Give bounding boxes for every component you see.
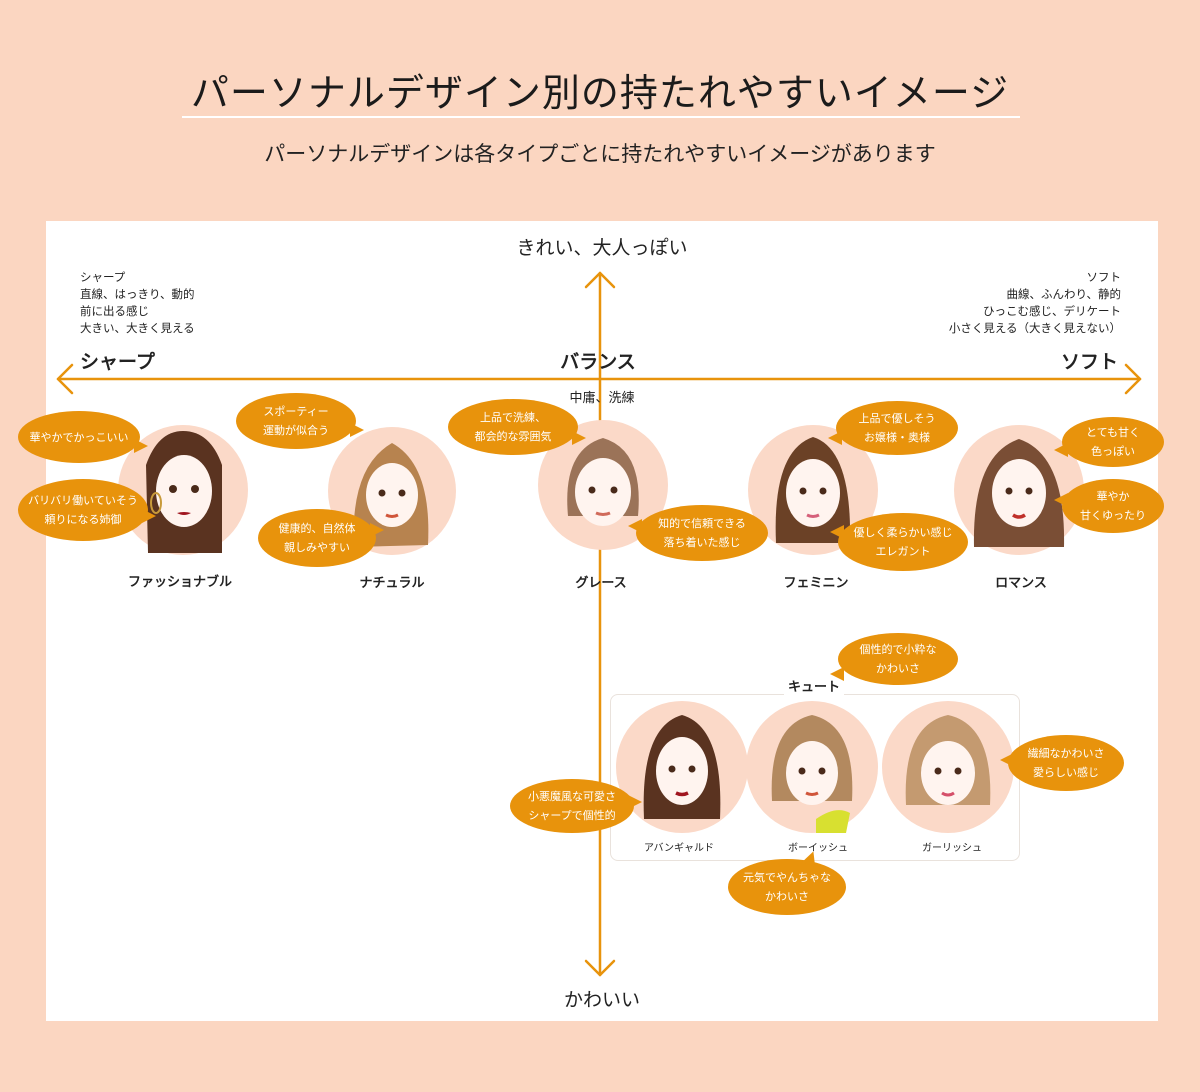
bubble-text: バリバリ働いていそう 頼りになる姉御	[28, 494, 138, 526]
speech-bubble: 上品で洗練、 都会的な雰囲気	[448, 399, 586, 455]
face-boyish-illustration	[746, 701, 878, 833]
axis-label-bottom: かわいい	[563, 989, 640, 1011]
type-label-avantgarde: アバンギャルド	[643, 843, 715, 854]
arrow-down-icon	[584, 959, 616, 977]
speech-bubble: 知的で信頼できる 落ち着いた感じ	[628, 505, 768, 561]
soft-desc-line: 曲線、ふんわり、静的	[1006, 287, 1121, 301]
bubble-text: 小悪魔風な可愛さ シャープで個性的	[528, 790, 616, 822]
speech-bubble: スポーティー 運動が似合う	[236, 393, 364, 449]
bubble-tail	[1054, 443, 1068, 457]
diagram-panel: きれい、大人っぽい かわいい シャープ バランス ソフト 中庸、洗練 シャープ …	[18, 221, 1164, 1021]
bubble-tail	[1000, 753, 1014, 767]
face-natural-illustration	[328, 427, 456, 555]
speech-bubble: 小悪魔風な可愛さ シャープで個性的	[510, 779, 642, 833]
bubble-text: 健康的、自然体 親しみやすい	[278, 522, 356, 554]
speech-bubble: 華やか 甘くゆったり	[1054, 479, 1164, 533]
face-grace-illustration	[538, 420, 668, 550]
speech-bubble: 元気でやんちゃな かわいさ	[728, 849, 846, 915]
soft-description: ソフト 曲線、ふんわり、静的 ひっこむ感じ、デリケート 小さく見える（大きく見え…	[949, 269, 1121, 337]
bubble-tail	[628, 519, 642, 533]
speech-bubble: 健康的、自然体 親しみやすい	[258, 509, 384, 567]
bubble-text: 元気でやんちゃな かわいさ	[743, 871, 831, 903]
bubble-tail	[370, 523, 384, 537]
type-label-boyish: ボーイッシュ	[788, 843, 848, 854]
arrow-left-icon	[56, 363, 74, 395]
bubble-text: 上品で洗練、 都会的な雰囲気	[474, 411, 552, 443]
type-label-grace: グレース	[575, 576, 627, 591]
type-label-girlish: ガーリッシュ	[922, 843, 982, 854]
speech-bubble: バリバリ働いていそう 頼りになる姉御	[18, 479, 156, 541]
center-description: 中庸、洗練	[569, 391, 635, 406]
bubble-text: 個性的で小粋な かわいさ	[859, 643, 937, 675]
sharp-desc-line: シャープ	[80, 270, 126, 284]
title-underline	[182, 116, 1020, 118]
speech-bubble: 繊細なかわいさ 愛らしい感じ	[1000, 735, 1124, 791]
page-title: パーソナルデザイン別の持たれやすいイメージ	[190, 71, 1010, 115]
axes-arrows	[56, 271, 1142, 977]
cute-label: キュート	[784, 676, 845, 695]
bubble-tail	[142, 509, 156, 523]
type-label-feminine: フェミニン	[783, 576, 849, 591]
bubble-tail	[830, 667, 844, 681]
bubble-tail	[572, 431, 586, 445]
face-avantgarde-illustration	[616, 701, 748, 833]
soft-desc-line: 小さく見える（大きく見えない）	[948, 321, 1121, 335]
speech-bubble: とても甘く 色っぽい	[1054, 417, 1164, 467]
page-subtitle: パーソナルデザインは各タイプごとに持たれやすいイメージがあります	[264, 142, 936, 166]
bubble-text: 知的で信頼できる 落ち着いた感じ	[658, 517, 746, 549]
axis-label-top: きれい、大人っぽい	[516, 237, 688, 259]
bubble-text: とても甘く 色っぽい	[1085, 426, 1141, 458]
axis-label-right: ソフト	[1061, 351, 1119, 373]
speech-bubble: 個性的で小粋な かわいさ	[830, 633, 958, 685]
axis-label-left: シャープ	[80, 351, 155, 373]
sharp-description: シャープ 直線、はっきり、動的 前に出る感じ 大きい、大きく見える	[80, 269, 195, 337]
bubble-tail	[828, 431, 842, 445]
bubble-text: 繊細なかわいさ 愛らしい感じ	[1027, 747, 1105, 779]
arrow-right-icon	[1124, 363, 1142, 395]
soft-desc-line: ソフト	[1086, 270, 1122, 284]
type-label-romance: ロマンス	[995, 576, 1047, 591]
type-label-natural: ナチュラル	[359, 576, 425, 591]
bubble-tail	[628, 795, 642, 809]
sharp-desc-line: 直線、はっきり、動的	[80, 287, 195, 301]
sharp-desc-line: 大きい、大きく見える	[80, 321, 195, 335]
bubble-text: 華やか 甘くゆったり	[1080, 490, 1146, 522]
face-romance-illustration	[954, 425, 1084, 555]
type-label-fashionable: ファッショナブル	[127, 575, 232, 590]
soft-desc-line: ひっこむ感じ、デリケート	[983, 304, 1121, 318]
bubble-text: 優しく柔らかい感じ エレガント	[853, 526, 953, 558]
bubble-text: 上品で優しそう お嬢様・奥様	[858, 412, 936, 444]
bubble-tail	[830, 525, 844, 539]
sharp-desc-line: 前に出る感じ	[80, 304, 149, 318]
bubble-tail	[350, 423, 364, 437]
bubble-tail	[134, 439, 148, 453]
axis-label-center: バランス	[560, 351, 636, 373]
speech-bubble: 上品で優しそう お嬢様・奥様	[828, 401, 958, 455]
bubble-text: スポーティー 運動が似合う	[263, 405, 329, 437]
face-feminine-illustration	[748, 425, 878, 555]
face-girlish-illustration	[882, 701, 1014, 833]
arrow-up-icon	[584, 271, 616, 289]
speech-bubble: 華やかでかっこいい	[18, 411, 148, 463]
bubble-text: 華やかでかっこいい	[29, 430, 129, 444]
speech-bubble: 優しく柔らかい感じ エレガント	[830, 513, 968, 571]
bubble-tail	[1054, 493, 1068, 507]
